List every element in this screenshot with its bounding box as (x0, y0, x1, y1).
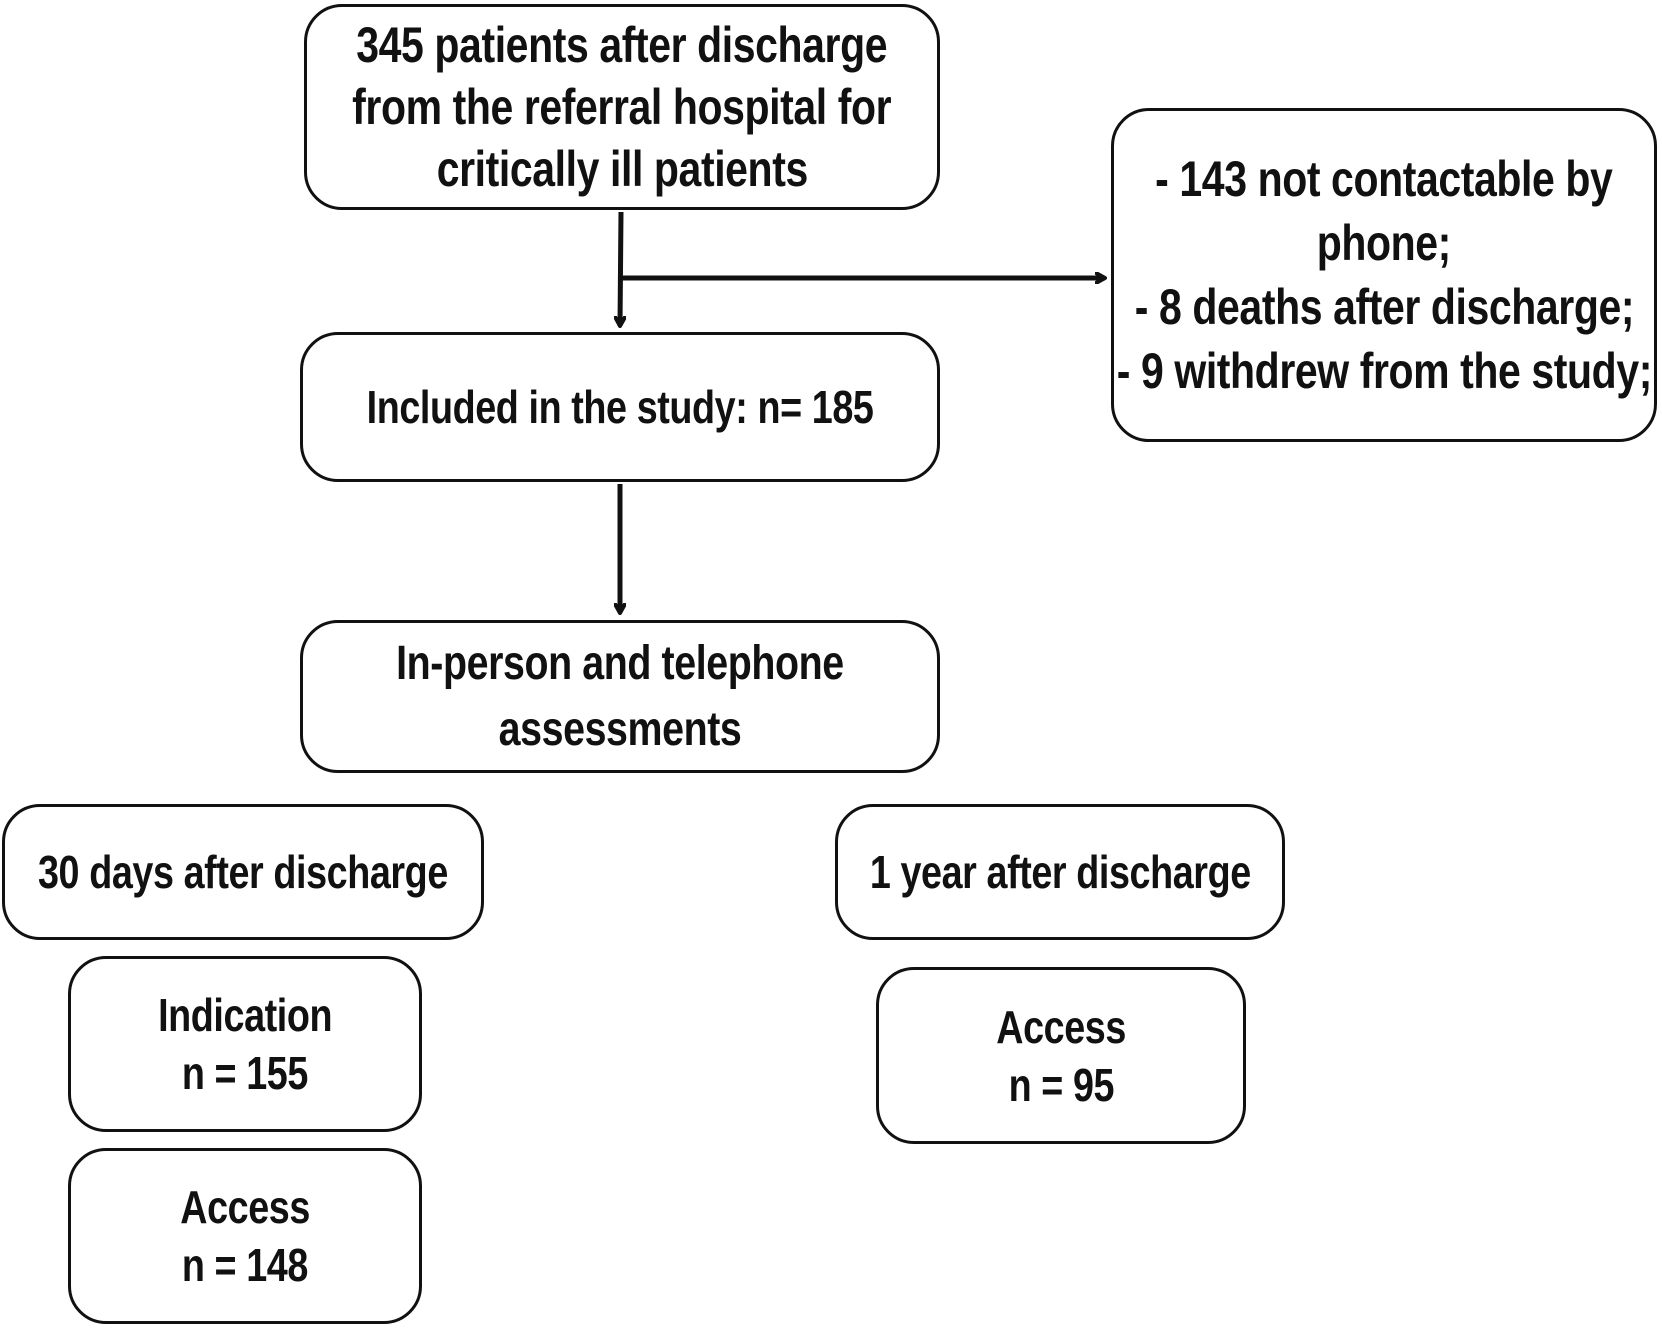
day30-line-1: 30 days after discharge (38, 846, 448, 898)
year1-access-line-1: Access (996, 1000, 1126, 1053)
year1-access-box: Access n = 95 (876, 967, 1246, 1144)
day30-access-box: Access n = 148 (68, 1148, 422, 1324)
assessments-line-1: In-person and telephone (396, 636, 844, 690)
excluded-line-2: phone; (1316, 215, 1452, 271)
included-box: Included in the study: n= 185 (300, 332, 940, 482)
day30-indication-line-1: Indication (157, 989, 333, 1041)
day30-indication-box: Indication n = 155 (68, 956, 422, 1132)
start-line-2: from the referral hospital for (352, 79, 892, 135)
day30-access-line-2: n = 148 (181, 1239, 309, 1291)
excluded-line-3: - 8 deaths after discharge; (1134, 279, 1634, 335)
excluded-line-1: - 143 not contactable by (1155, 151, 1613, 207)
day30-access-line-1: Access (180, 1181, 310, 1233)
assessments-line-2: assessments (498, 702, 742, 756)
arrow-start-to-included (620, 211, 621, 326)
year1-box: 1 year after discharge (835, 804, 1285, 940)
start-line-3: critically ill patients (436, 141, 808, 197)
start-line-1: 345 patients after discharge (356, 17, 888, 73)
included-line-1: Included in the study: n= 185 (366, 381, 874, 433)
day30-box: 30 days after discharge (2, 804, 484, 940)
assessments-box: In-person and telephone assessments (300, 620, 940, 773)
start-population-box: 345 patients after discharge from the re… (304, 4, 940, 210)
year1-line-1: 1 year after discharge (869, 846, 1251, 898)
excluded-box: - 143 not contactable by phone; - 8 deat… (1111, 108, 1657, 442)
excluded-line-4: - 9 withdrew from the study; (1116, 343, 1652, 399)
day30-indication-line-2: n = 155 (181, 1047, 309, 1099)
year1-access-line-2: n = 95 (1008, 1058, 1114, 1111)
